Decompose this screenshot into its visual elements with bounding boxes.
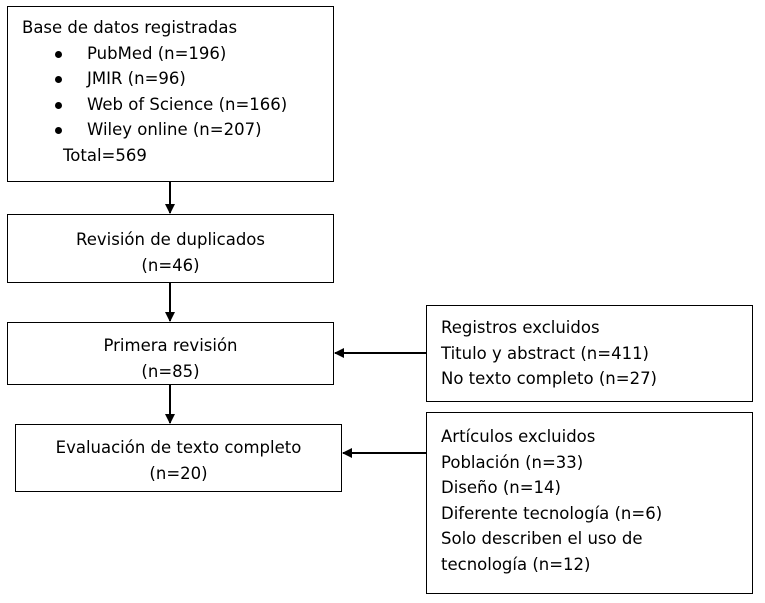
bullet-icon bbox=[55, 76, 62, 83]
excluded-records-box: Registros excluidos Titulo y abstract (n… bbox=[426, 305, 753, 402]
databases-list: PubMed (n=196) JMIR (n=96) Web of Scienc… bbox=[8, 41, 333, 143]
excluded-records-title: Registros excluidos bbox=[441, 318, 600, 337]
excluded-articles-box: Artículos excluidos Población (n=33) Dis… bbox=[426, 412, 753, 594]
excluded-articles-describe-use: Solo describen el uso de bbox=[441, 529, 643, 548]
bullet-icon bbox=[55, 127, 62, 134]
excluded-articles-technology-count: tecnología (n=12) bbox=[441, 554, 591, 574]
first-review-title: Primera revisión bbox=[103, 336, 238, 355]
databases-title: Base de datos registradas bbox=[22, 18, 238, 37]
database-item-wiley-online: Wiley online (n=207) bbox=[8, 117, 333, 143]
database-item-pubmed: PubMed (n=196) bbox=[8, 41, 333, 67]
database-item-web-of-science: Web of Science (n=166) bbox=[8, 92, 333, 118]
first-review-box: Primera revisión (n=85) bbox=[7, 322, 334, 385]
duplicates-title: Revisión de duplicados bbox=[76, 230, 265, 249]
full-text-box: Evaluación de texto completo (n=20) bbox=[15, 424, 342, 492]
full-text-count: (n=20) bbox=[149, 463, 208, 483]
duplicates-box: Revisión de duplicados (n=46) bbox=[7, 214, 334, 283]
excluded-articles-technology: Diferente tecnología (n=6) bbox=[441, 503, 663, 523]
excluded-records-title-abstract: Titulo y abstract (n=411) bbox=[441, 343, 649, 363]
bullet-icon bbox=[55, 50, 62, 58]
excluded-articles-population: Población (n=33) bbox=[441, 452, 584, 472]
database-item-jmir: JMIR (n=96) bbox=[8, 66, 333, 92]
databases-total: Total=569 bbox=[63, 145, 147, 165]
duplicates-count: (n=46) bbox=[141, 255, 200, 275]
databases-box: Base de datos registradas PubMed (n=196)… bbox=[7, 6, 334, 182]
excluded-articles-title: Artículos excluidos bbox=[441, 427, 596, 446]
first-review-count: (n=85) bbox=[141, 361, 200, 381]
excluded-records-no-full-text: No texto completo (n=27) bbox=[441, 369, 657, 388]
bullet-icon bbox=[55, 101, 62, 109]
excluded-articles-design: Diseño (n=14) bbox=[441, 478, 561, 497]
full-text-title: Evaluación de texto completo bbox=[55, 438, 302, 457]
